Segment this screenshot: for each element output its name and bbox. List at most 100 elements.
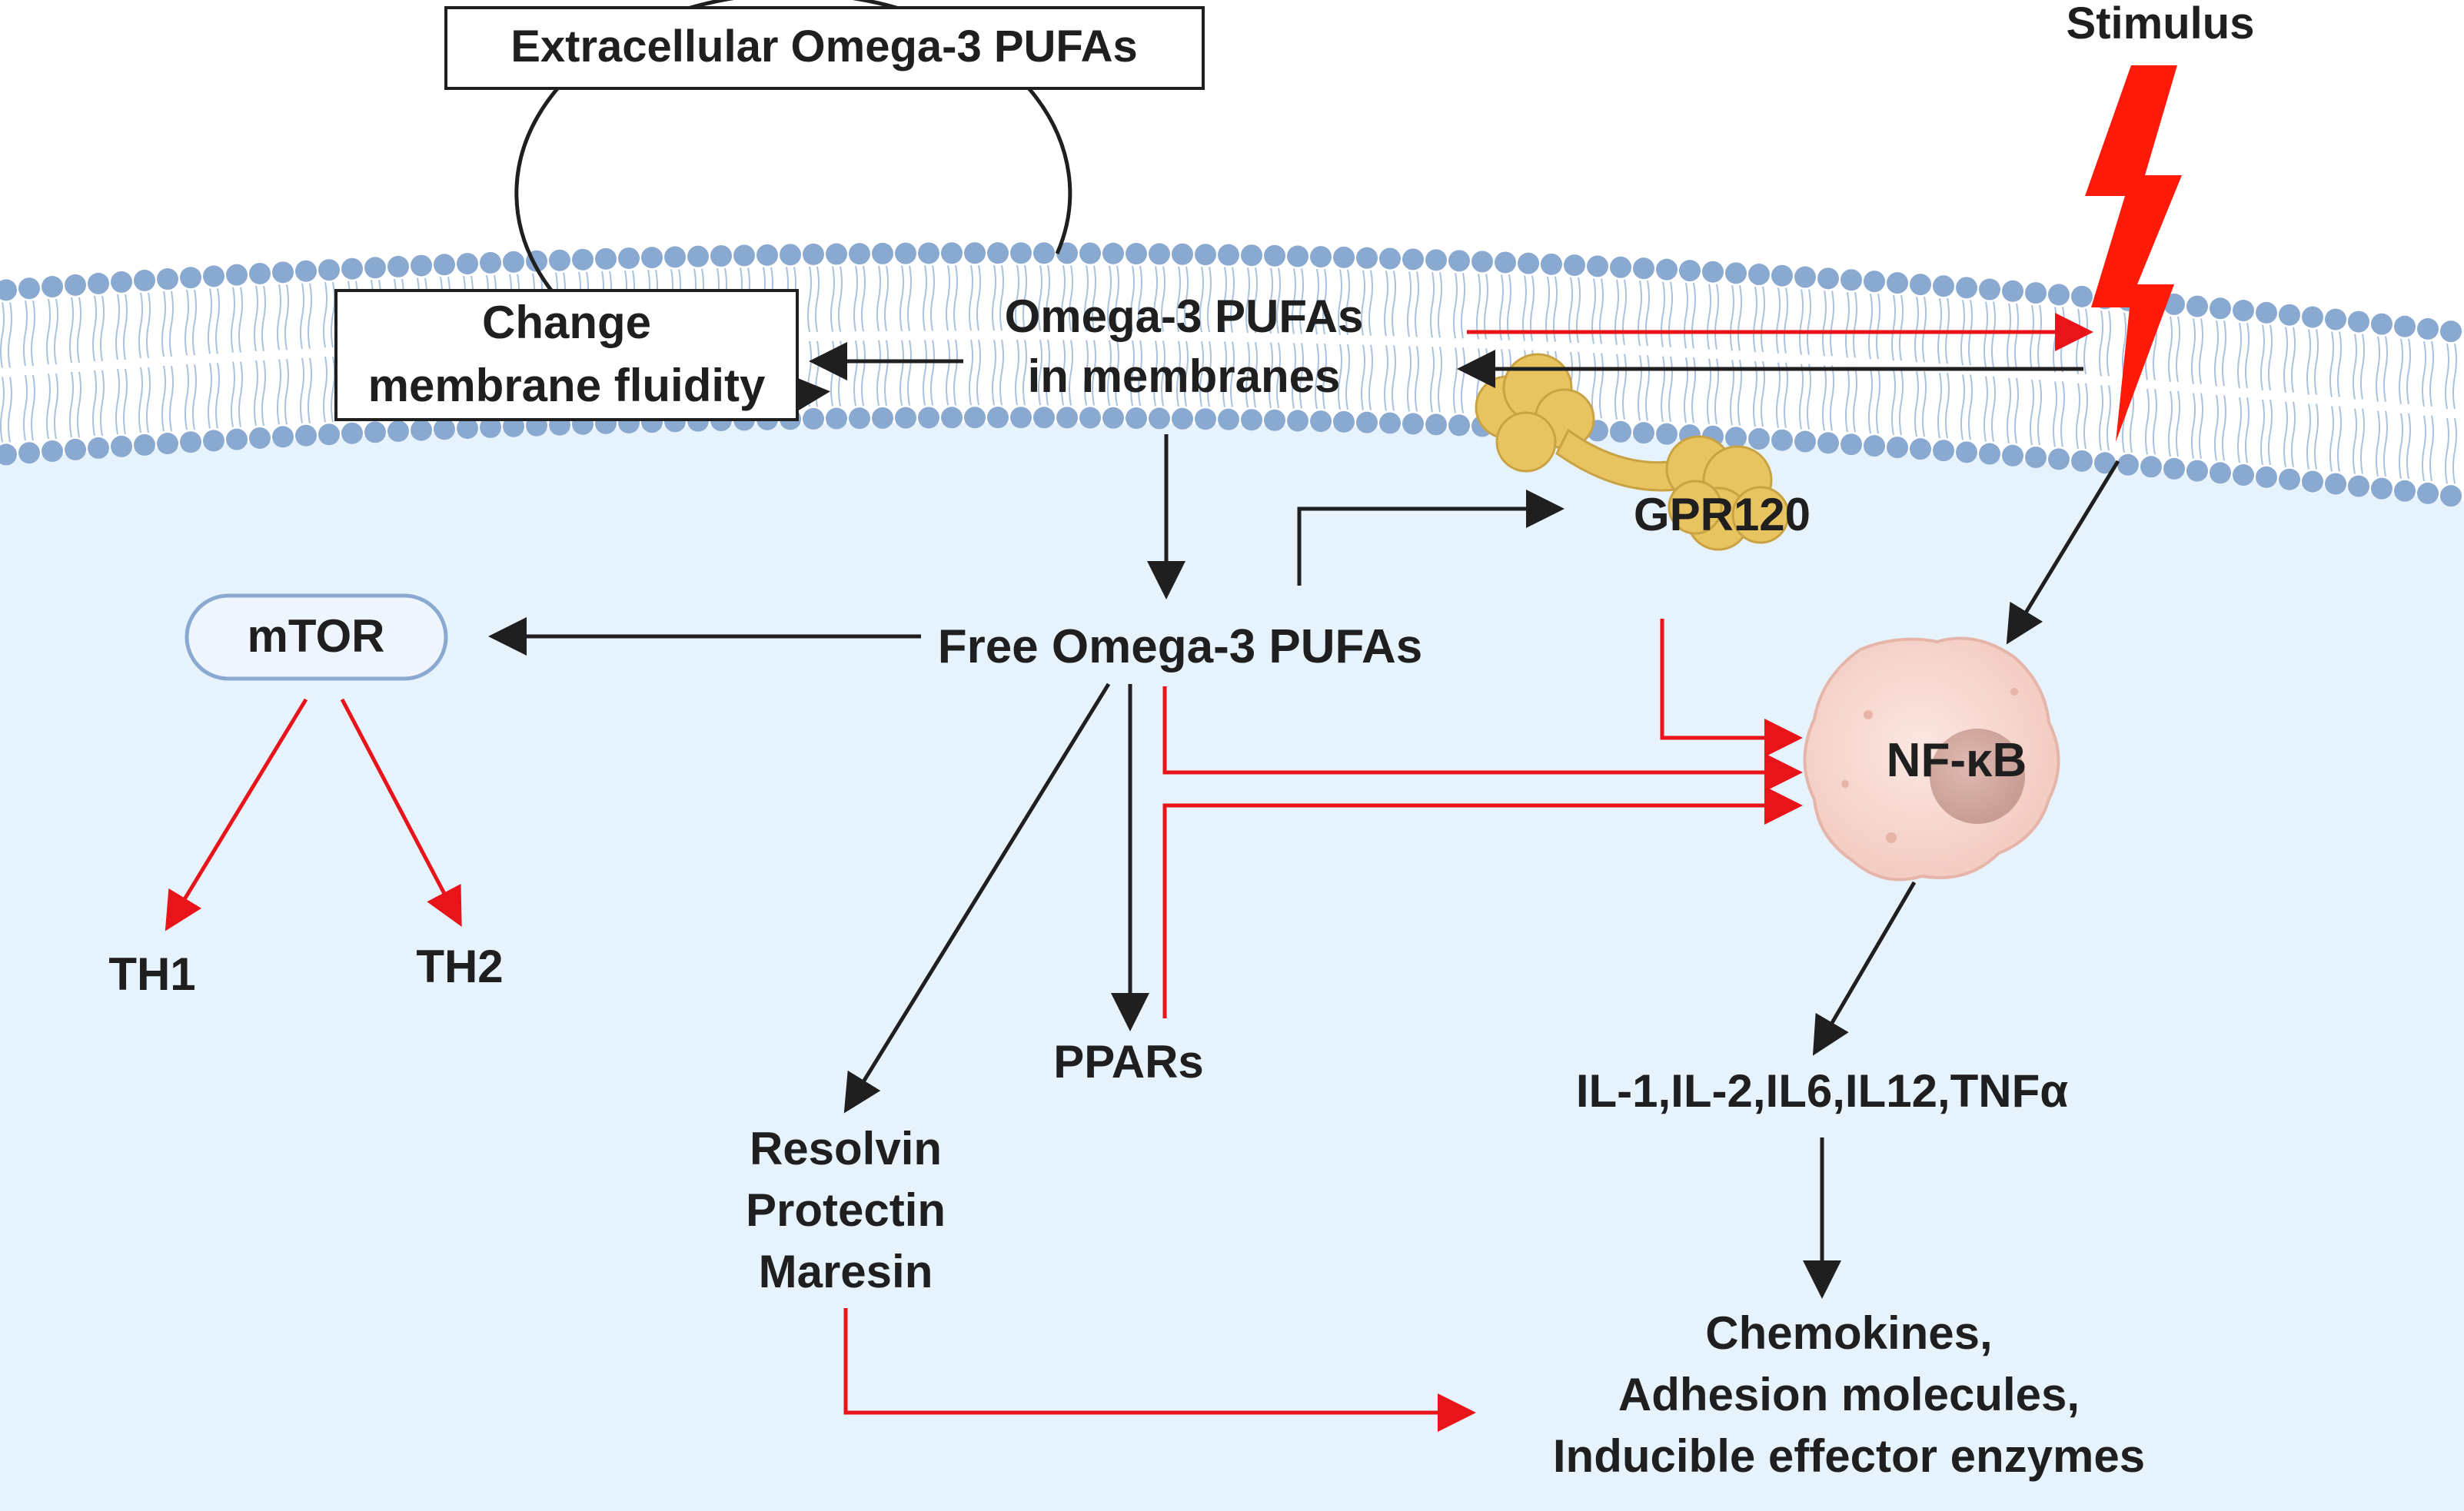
lipid-tail	[1668, 356, 1673, 422]
lipid-head	[2025, 282, 2047, 304]
lipid-head	[687, 245, 709, 267]
lipid-tail	[161, 365, 166, 432]
lipid-tail	[899, 340, 904, 406]
lipid-tail	[2237, 397, 2242, 463]
lipid-tail	[2422, 340, 2426, 407]
lipid-tail	[1092, 265, 1096, 331]
arrow-mtor-to-th1	[165, 698, 308, 932]
arrow-resolvin-to-effectors	[843, 1308, 1476, 1432]
extracellular-label: Extracellular Omega-3 PUFAs	[510, 22, 1138, 71]
arrow-free-to-nfkb	[1162, 686, 1803, 792]
lipid-head	[480, 251, 501, 274]
lipid-head	[341, 257, 363, 280]
lipid-tail	[2030, 304, 2034, 371]
lipid-tail	[1845, 367, 1850, 433]
lipid-tail	[1269, 342, 1273, 408]
lipid-tail	[100, 370, 105, 437]
lipid-tail	[1614, 279, 1619, 345]
lipid-tail	[1384, 271, 1388, 337]
lipid-tail	[215, 288, 220, 354]
lipid-head	[2140, 456, 2162, 478]
lipid-head	[434, 418, 455, 440]
lipid-tail	[1784, 287, 1788, 354]
lipid-head	[1310, 410, 1332, 433]
lipid-tail	[946, 340, 950, 406]
lipid-tail	[1453, 273, 1458, 339]
lipid-tail	[238, 287, 243, 353]
lipid-tail	[2037, 379, 2042, 446]
lipid-tail	[2245, 322, 2250, 389]
lipid-tail	[2268, 324, 2273, 391]
lipid-head	[2256, 301, 2277, 324]
lipid-tail	[2452, 343, 2457, 410]
lipid-tail	[100, 295, 105, 362]
lipid-head	[1725, 427, 1747, 449]
lipid-tail	[2099, 311, 2103, 377]
lipid-head	[1010, 407, 1032, 429]
lipid-tail	[92, 370, 97, 437]
lipid-head	[664, 246, 686, 268]
lipid-tail	[1138, 340, 1142, 407]
lipid-tail	[1292, 268, 1296, 334]
lipid-tail	[1591, 278, 1596, 344]
lipid-head	[1402, 248, 1424, 271]
lipid-head	[2256, 466, 2277, 488]
lipid-tail	[930, 340, 935, 406]
lipid-head	[65, 274, 86, 296]
lipid-tail	[1384, 345, 1388, 411]
lipid-head	[1564, 254, 1585, 277]
lipid-tail	[277, 284, 281, 350]
lipid-tail	[1184, 266, 1189, 332]
lipid-head	[1102, 242, 1124, 264]
lipid-tail	[261, 285, 266, 352]
lipid-tail	[2306, 329, 2311, 395]
lipid-tail	[853, 340, 858, 407]
lipid-tail	[284, 284, 289, 350]
lipid-head	[1656, 258, 1678, 281]
lipid-tail	[2099, 385, 2103, 451]
lipid-tail	[1015, 265, 1019, 331]
lipid-head	[2117, 453, 2139, 476]
lipid-head	[1356, 411, 1378, 433]
lipid-head	[1287, 410, 1308, 432]
arrow-nfkb-to-cytokines	[1812, 881, 1917, 1056]
lipid-head	[2163, 457, 2185, 480]
lipid-tail	[807, 266, 812, 333]
lipid-tail	[876, 340, 881, 407]
lipid-head	[1149, 243, 1170, 265]
lipid-tail	[23, 301, 28, 367]
lipid-head	[1079, 242, 1101, 264]
lipid-tail	[1361, 344, 1365, 410]
lipid-tail	[284, 359, 289, 425]
lipid-head	[1725, 262, 1747, 284]
th1-label: TH1	[108, 948, 195, 1000]
lipid-tail	[2314, 329, 2319, 395]
lipid-tail	[1161, 266, 1165, 332]
lipid-head	[641, 247, 663, 269]
lipid-head	[1264, 244, 1285, 267]
lipid-head	[295, 424, 317, 447]
lipid-tail	[23, 375, 28, 441]
lipid-head	[88, 437, 109, 459]
lipid-head	[756, 244, 778, 266]
lipid-tail	[1061, 340, 1066, 406]
lipid-tail	[969, 340, 973, 406]
lipid-head	[1379, 247, 1401, 270]
lipid-tail	[2107, 385, 2111, 451]
lipid-tail	[0, 377, 5, 443]
lipid-tail	[923, 265, 927, 331]
lipid-head	[1056, 242, 1078, 264]
lipid-head	[733, 244, 755, 267]
th2-label: TH2	[416, 941, 503, 992]
lipid-head	[2440, 485, 2462, 507]
lipid-head	[1310, 246, 1332, 268]
lipid-tail	[1737, 285, 1742, 351]
lipid-head	[2094, 452, 2116, 474]
lipid-tail	[2007, 303, 2011, 369]
lipid-tail	[1392, 345, 1396, 411]
lipid-head	[895, 407, 916, 429]
lipid-tail	[1822, 291, 1827, 357]
lipid-head	[157, 268, 178, 291]
lipid-head	[849, 243, 870, 265]
lipid-tail	[1338, 344, 1342, 410]
